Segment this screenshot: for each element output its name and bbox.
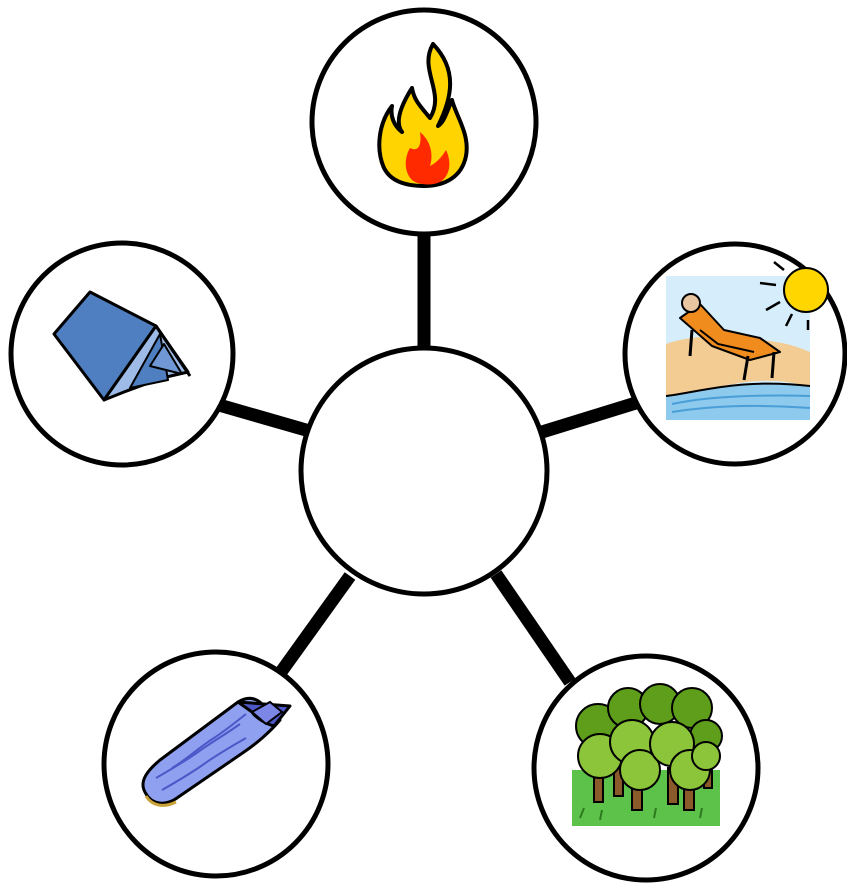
node-tent — [8, 240, 236, 468]
connector-tent — [217, 398, 308, 437]
node-fire — [309, 7, 539, 237]
node-beach — [622, 241, 847, 467]
forest-trees-icon — [572, 683, 723, 826]
node-forest — [531, 653, 761, 883]
connector-beach — [540, 396, 638, 439]
fire-icon — [377, 42, 469, 188]
connector-sleeping-bag — [275, 572, 356, 676]
center-node — [298, 345, 550, 597]
sleeping-bag-icon — [141, 696, 292, 807]
connector-forest — [490, 570, 576, 686]
connectors — [217, 232, 638, 686]
tent-icon — [52, 290, 192, 402]
node-sleeping-bag — [101, 649, 331, 879]
beach-sunbather-icon — [665, 261, 829, 420]
